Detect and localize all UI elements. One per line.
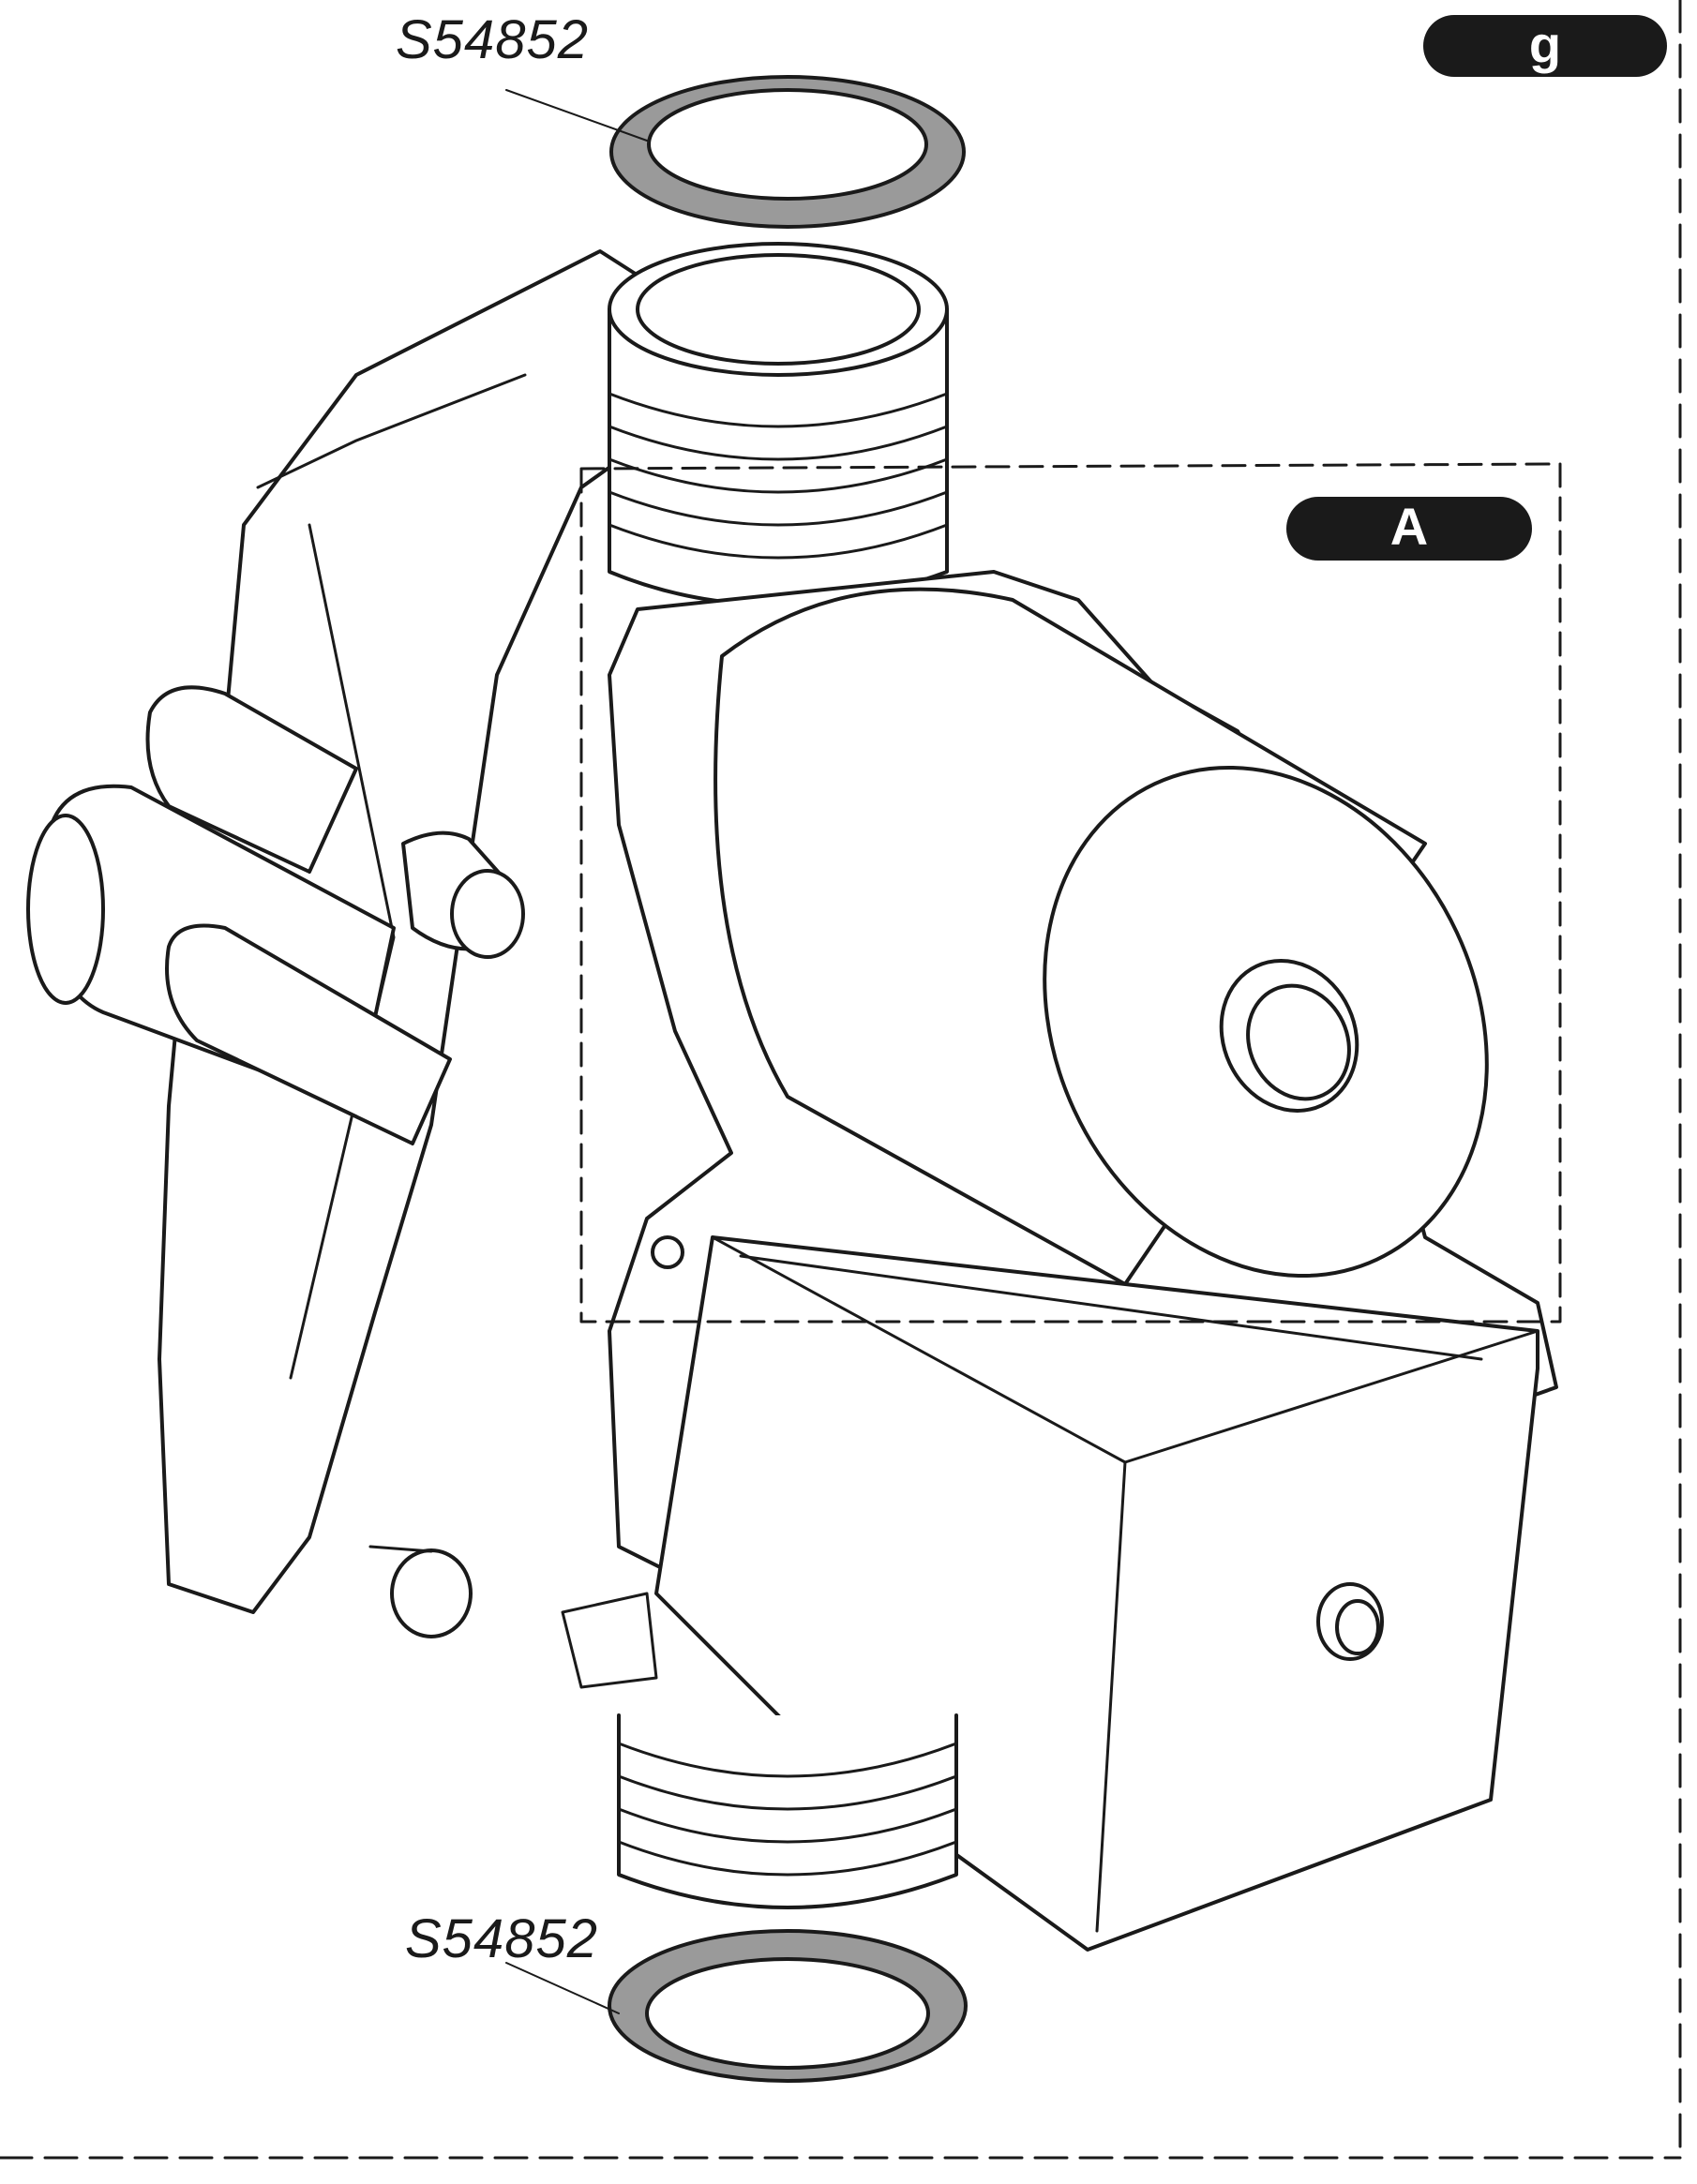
- body-boss: [401, 830, 525, 959]
- part-number-bottom: S54852: [405, 1908, 598, 1969]
- lower-boss: [368, 1545, 473, 1638]
- pump-body-edge: [256, 373, 527, 1380]
- part-number-top: S54852: [396, 9, 589, 70]
- detail-badge-a: A: [1286, 497, 1532, 561]
- top-seal-ring: [609, 75, 966, 229]
- left-pipe-stubs: [26, 685, 452, 1145]
- top-leader-line: [505, 89, 648, 142]
- flange-hole-3: [651, 1235, 684, 1269]
- motor-cylinder: [713, 587, 1489, 1286]
- bottom-threaded-port: [561, 1592, 958, 1909]
- bottom-leader-line: [505, 1962, 620, 2014]
- section-badge-g: g: [1423, 15, 1667, 77]
- bottom-seal-ring: [608, 1929, 968, 2083]
- detail-frame-a: [579, 462, 1562, 1324]
- top-threaded-port: [608, 242, 949, 606]
